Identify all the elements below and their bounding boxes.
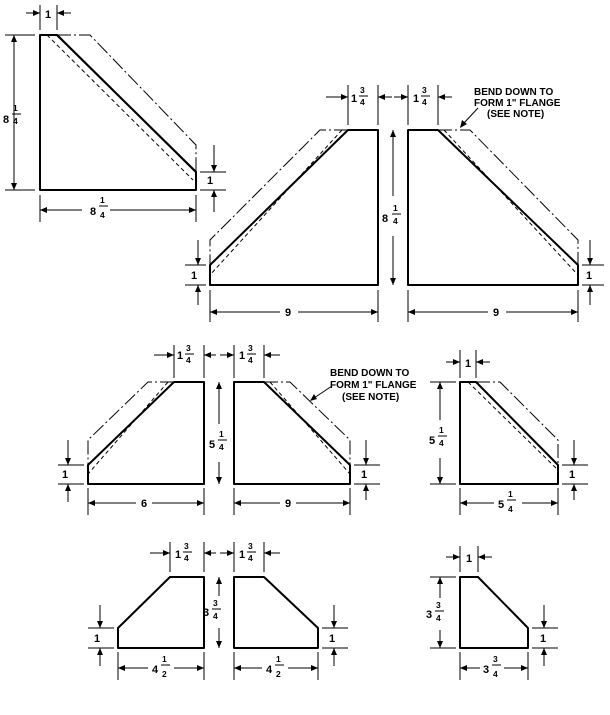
dim-c-left-top-den: 4 xyxy=(186,355,191,365)
piece-e: 1 3 4 1 3 4 3 3 4 4 1 2 4 1 2 1 xyxy=(88,541,348,680)
dim-c-right-width: 9 xyxy=(285,498,291,510)
dim-c-left-top-num: 3 xyxy=(186,343,191,353)
dim-d-top: 1 xyxy=(465,358,471,370)
dim-e-right-flange: 1 xyxy=(329,633,335,645)
dim-a-width-num: 1 xyxy=(100,195,105,205)
dim-d-flange: 1 xyxy=(569,469,575,481)
dim-c-left-top-whole: 1 xyxy=(177,350,183,362)
dim-b-right-top-num: 3 xyxy=(422,85,427,95)
dim-b-right-top-whole: 1 xyxy=(413,93,419,105)
dim-b-left-top-den: 4 xyxy=(360,97,365,107)
dim-c-left-flange: 1 xyxy=(62,469,68,481)
dim-e-right-top-num: 3 xyxy=(248,541,253,551)
dim-b-left-top-num: 3 xyxy=(360,85,365,95)
dim-e-left-flange: 1 xyxy=(94,633,100,645)
piece-d: 1 5 1 4 5 1 4 1 xyxy=(429,350,588,515)
dim-f-height-den: 4 xyxy=(436,613,441,623)
dim-d-height-num: 1 xyxy=(439,425,444,435)
dim-e-right-top-whole: 1 xyxy=(239,549,245,561)
dim-b-right-top-den: 4 xyxy=(422,97,427,107)
dim-f-height-whole: 3 xyxy=(426,609,432,621)
note-c-line2: FORM 1" FLANGE xyxy=(330,380,417,391)
dim-c-left-width: 6 xyxy=(141,498,147,510)
dim-a-height-num: 1 xyxy=(13,103,18,113)
dim-e-height-whole: 3 xyxy=(203,607,209,619)
dim-d-width-whole: 5 xyxy=(498,499,504,511)
dim-d-height-whole: 5 xyxy=(429,435,435,447)
dim-f-height-num: 3 xyxy=(436,600,441,610)
dim-a-top: 1 xyxy=(45,9,51,21)
note-b-line1: BEND DOWN TO xyxy=(474,87,553,98)
dim-f-width-whole: 3 xyxy=(483,664,489,676)
note-c-line1: BEND DOWN TO xyxy=(330,368,409,379)
piece-f: 1 3 3 4 3 3 4 1 xyxy=(426,546,558,680)
dim-b-height-num: 1 xyxy=(393,203,398,213)
dim-c-height-num: 1 xyxy=(219,429,224,439)
dim-e-height-den: 4 xyxy=(213,611,218,621)
dim-d-width-num: 1 xyxy=(508,489,513,499)
dim-f-top: 1 xyxy=(466,553,472,565)
dim-e-right-width-whole: 4 xyxy=(266,664,273,676)
dim-c-right-top-den: 4 xyxy=(248,355,253,365)
note-b-line2: FORM 1" FLANGE xyxy=(474,98,561,109)
dim-a-width-den: 4 xyxy=(100,210,105,220)
dim-d-width-den: 4 xyxy=(508,504,513,514)
dim-e-left-width-den: 2 xyxy=(162,669,167,679)
note-c-line3: (SEE NOTE) xyxy=(342,392,399,403)
dim-a-height-den: 4 xyxy=(13,116,18,126)
dim-b-left-width: 9 xyxy=(285,307,291,319)
dim-c-right-top-num: 3 xyxy=(248,343,253,353)
dim-e-left-top-den: 4 xyxy=(184,553,189,563)
piece-c: 1 3 4 1 3 4 5 1 4 6 9 1 1 BEND DOWN TO F… xyxy=(58,343,417,515)
dim-e-left-width-whole: 4 xyxy=(152,664,159,676)
dim-e-left-width-num: 1 xyxy=(162,654,167,664)
dim-e-right-top-den: 4 xyxy=(248,553,253,563)
dim-f-width-num: 3 xyxy=(493,654,498,664)
dim-c-right-flange: 1 xyxy=(361,469,367,481)
note-b-line3: (SEE NOTE) xyxy=(487,109,544,120)
dim-c-right-top-whole: 1 xyxy=(239,350,245,362)
dim-e-height-num: 3 xyxy=(213,598,218,608)
dim-a-width-whole: 8 xyxy=(90,206,96,218)
dim-b-left-flange: 1 xyxy=(191,270,197,282)
dim-c-height-whole: 5 xyxy=(209,439,215,451)
piece-a: 1 8 1 4 8 1 4 1 xyxy=(3,5,226,222)
dim-b-right-flange: 1 xyxy=(586,270,592,282)
dim-d-height-den: 4 xyxy=(439,438,444,448)
dim-b-right-width: 9 xyxy=(493,307,499,319)
dim-c-height-den: 4 xyxy=(219,442,224,452)
dim-e-left-top-num: 3 xyxy=(184,541,189,551)
dim-b-height-whole: 8 xyxy=(382,213,388,225)
piece-b: 1 3 4 1 3 4 8 1 4 9 9 1 1 BEND DOWN TO F… xyxy=(185,85,604,322)
dim-f-width-den: 4 xyxy=(493,669,498,679)
dim-e-right-width-num: 1 xyxy=(276,654,281,664)
dim-e-right-width-den: 2 xyxy=(276,669,281,679)
dim-a-height-whole: 8 xyxy=(3,114,9,126)
dim-b-left-top-whole: 1 xyxy=(351,93,357,105)
dim-b-height-den: 4 xyxy=(393,216,398,226)
dim-a-flange: 1 xyxy=(207,175,213,187)
dim-f-flange: 1 xyxy=(540,633,546,645)
dim-e-left-top-whole: 1 xyxy=(175,549,181,561)
